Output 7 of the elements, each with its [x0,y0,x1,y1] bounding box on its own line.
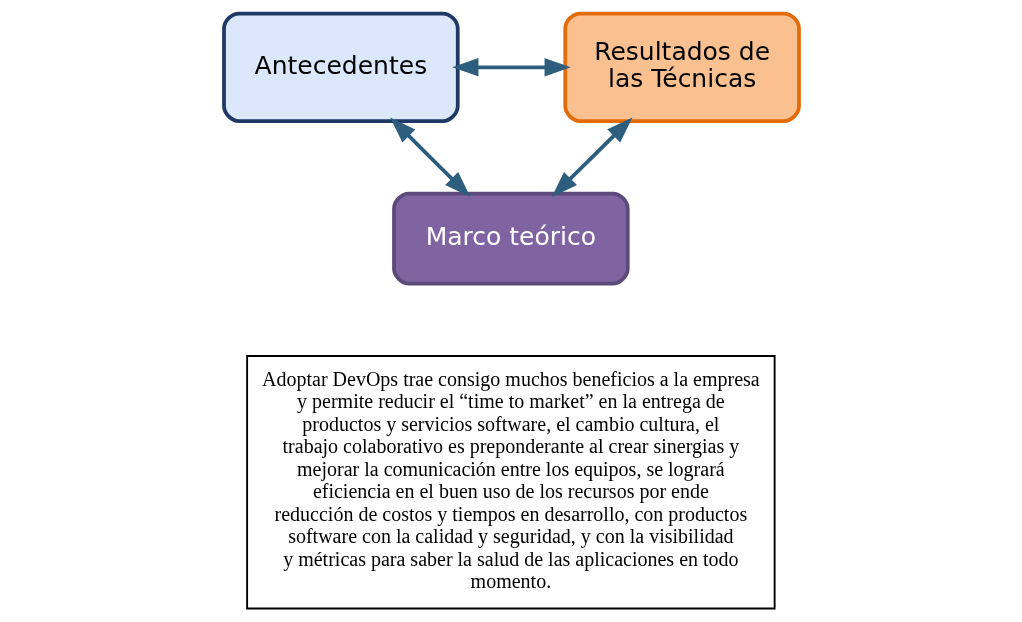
node-box: Resultados de las Técnicas [562,11,801,123]
arrow [389,117,470,197]
node-box: Antecedentes [221,11,460,123]
arrow [451,58,571,77]
node-box: Adoptar DevOps trae consigo muchos beneficios a la empresa y permite reducir el “time to market” en la entrega de productos y servicios software, el cambio cultura, el trabajo colaborativo es preponderante al crear sinergias y mejorar la comunicación entre los equipos, se logrará eficiencia en el buen uso de los recursos por ende reducción de costos y tiempos en desarrollo, con productos software con la calidad y seguridad, y con la visibilidad y métricas para saber la salud de las aplicaciones en todo momento. [245,355,776,610]
arrow [551,117,632,197]
node-box: Marco teórico [391,191,630,286]
